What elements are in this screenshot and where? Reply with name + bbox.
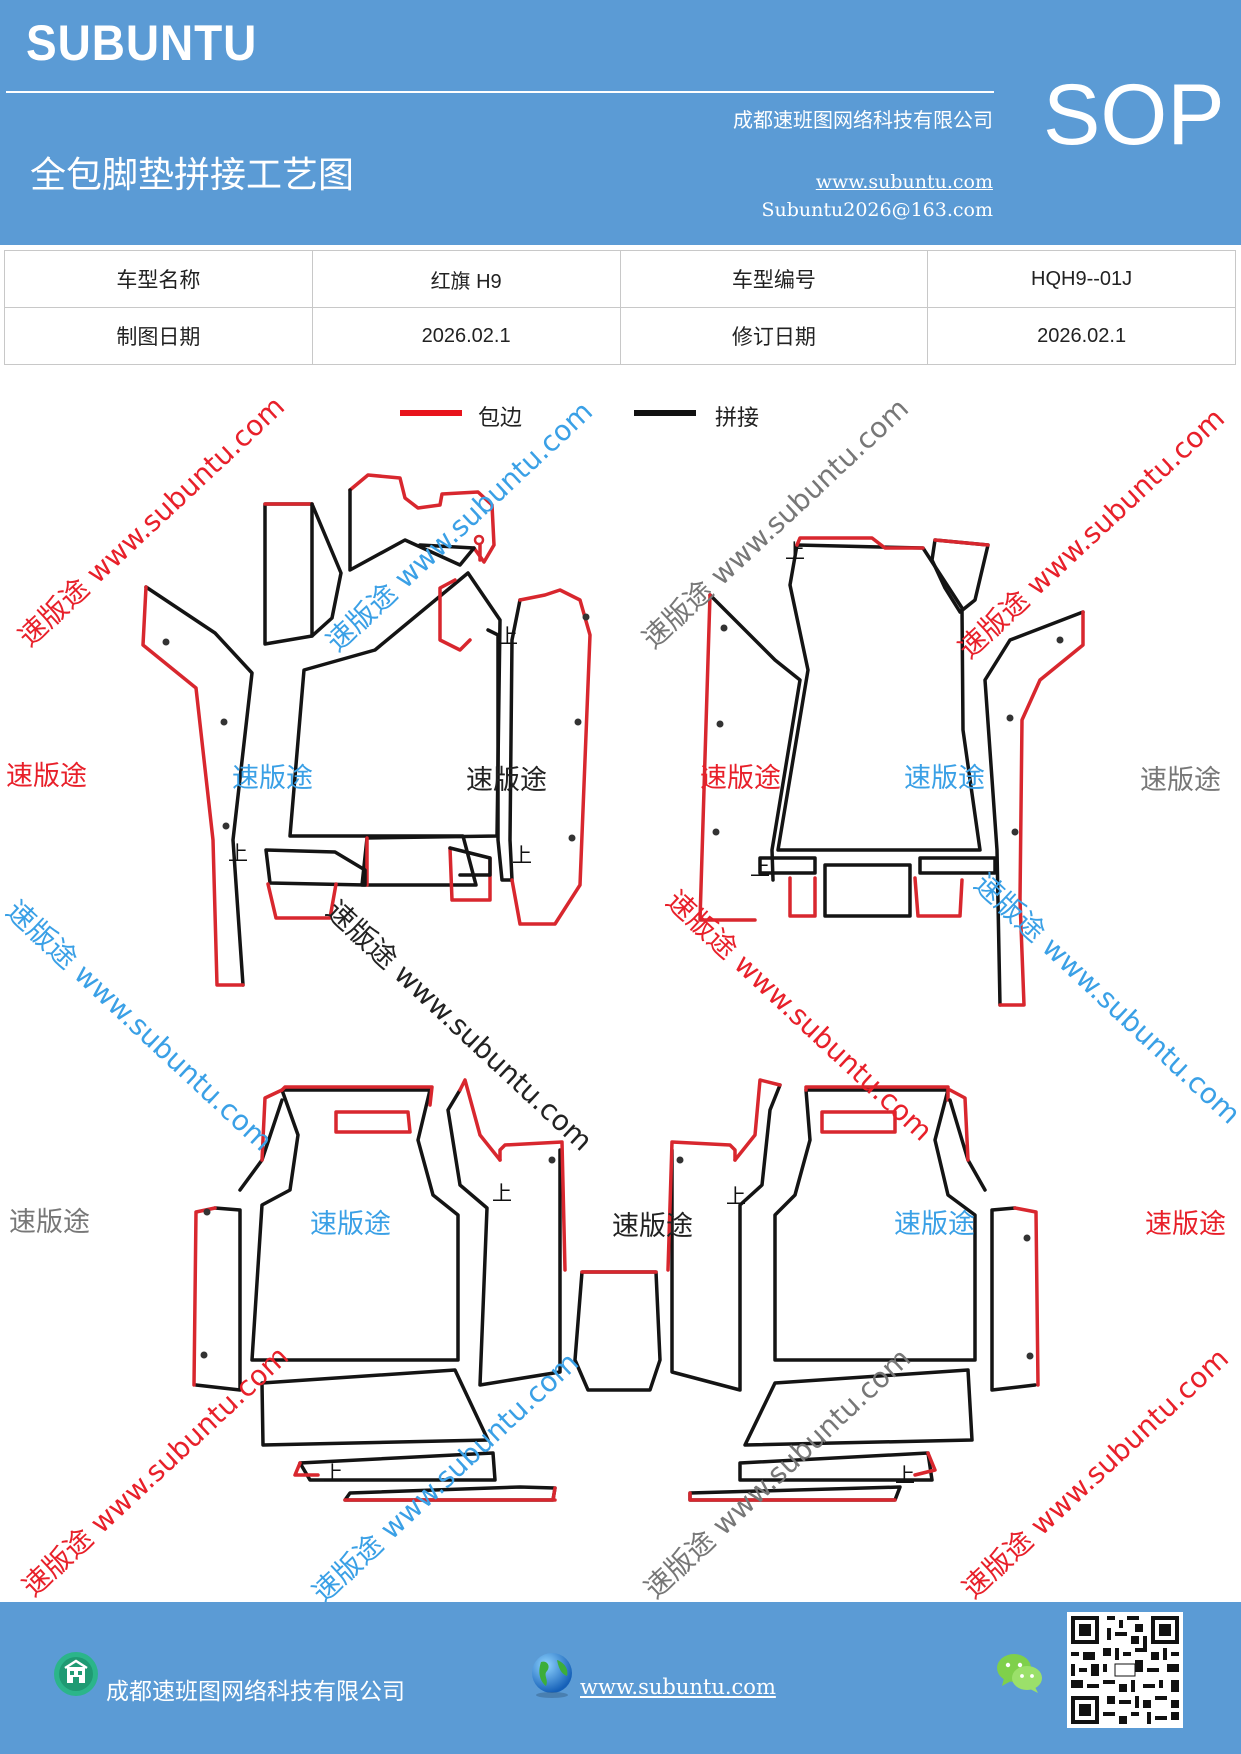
up-mark: 上: [750, 856, 770, 880]
mat-piece-fl-pedal: [348, 473, 496, 564]
footer-website-link[interactable]: www.subuntu.com: [580, 1675, 776, 1699]
model-code-label: 车型编号: [619, 250, 929, 308]
legend: 包边 拼接: [400, 400, 800, 440]
model-name-value: 红旗 H9: [311, 250, 621, 308]
revision-date-label: 修订日期: [619, 307, 929, 365]
watermark: 速版途: [894, 1209, 975, 1240]
mat-piece-rr-side: [990, 1206, 1037, 1392]
legend-swatch-edge: [400, 410, 462, 416]
vehicle-info-table: 车型名称 红旗 H9 车型编号 HQH9--01J 制图日期 2026.02.1…: [4, 250, 1236, 365]
watermark: 速版途: [6, 761, 87, 792]
model-code-value: HQH9--01J: [927, 250, 1236, 308]
watermark: 速版途: [1145, 1209, 1226, 1240]
header-website-link[interactable]: www.subuntu.com: [815, 171, 993, 193]
mat-piece-rl-right: [446, 1088, 562, 1387]
qr-code: [1067, 1612, 1183, 1728]
header-divider: [6, 91, 994, 93]
up-mark: 上: [323, 1461, 343, 1485]
watermark: 速版途: [9, 1207, 90, 1238]
watermark: 速版途: [904, 763, 985, 794]
brand-logo: SUBUNTU: [26, 15, 258, 71]
header-banner: SUBUNTU 成都速班图网络科技有限公司 SOP 全包脚垫拼接工艺图 www.…: [0, 0, 1241, 245]
watermark: 速版途: [700, 763, 781, 794]
up-mark: 上: [492, 1181, 512, 1205]
footer-banner: 成都速班图网络科技有限公司 www.subuntu.com: [0, 1602, 1241, 1754]
watermark: 速版途: [612, 1211, 693, 1242]
up-mark: 上: [512, 843, 532, 867]
sop-badge: SOP: [1043, 67, 1225, 163]
mat-piece-fr-main: [776, 543, 982, 852]
up-mark: 上: [895, 1463, 915, 1487]
building-icon: [54, 1652, 98, 1696]
watermark: 速版途: [310, 1209, 391, 1240]
watermark: 速版途: [1140, 765, 1221, 796]
watermark: 速版途: [232, 763, 313, 794]
up-mark: 上: [785, 539, 805, 563]
up-mark: 上: [498, 624, 518, 648]
mat-piece-rl-main: [250, 1088, 460, 1362]
table-row: 制图日期 2026.02.1 修订日期 2026.02.1: [4, 307, 1236, 365]
revision-date-value: 2026.02.1: [927, 307, 1236, 365]
legend-label-seam: 拼接: [715, 406, 760, 431]
table-row: 车型名称 红旗 H9 车型编号 HQH9--01J: [4, 250, 1236, 308]
mat-piece-rr-main: [773, 1088, 977, 1362]
floor-mat-diagram: 上 上 上 上 上 上 上 上 上: [141, 473, 1085, 1502]
drawing-date-label: 制图日期: [4, 307, 313, 365]
mat-piece-fl-main: [288, 571, 502, 887]
mat-piece-rl-side: [194, 1206, 242, 1392]
mat-piece-fr-top: [930, 538, 990, 614]
model-name-label: 车型名称: [4, 250, 313, 308]
wechat-icon: [997, 1654, 1042, 1693]
mat-piece-rr-left: [670, 1083, 782, 1392]
mat-piece-fl-side: [144, 585, 254, 987]
mat-piece-center: [573, 1270, 662, 1392]
document-title: 全包脚垫拼接工艺图: [30, 155, 355, 196]
header-email: Subuntu2026@163.com: [761, 199, 993, 221]
legend-swatch-seam: [634, 410, 696, 416]
up-mark: 上: [228, 841, 248, 865]
drawing-date-value: 2026.02.1: [311, 307, 621, 365]
mat-piece-fr-right: [983, 610, 1085, 1007]
mat-piece-fr-left: [708, 593, 802, 882]
up-mark: 上: [726, 1184, 746, 1208]
mat-piece-fl-right: [486, 598, 522, 882]
legend-label-edge: 包边: [478, 406, 523, 431]
globe-icon: [532, 1653, 572, 1698]
footer-company: 成都速班图网络科技有限公司: [106, 1679, 405, 1705]
watermark: 速版途: [466, 765, 547, 796]
header-company: 成都速班图网络科技有限公司: [733, 108, 993, 132]
